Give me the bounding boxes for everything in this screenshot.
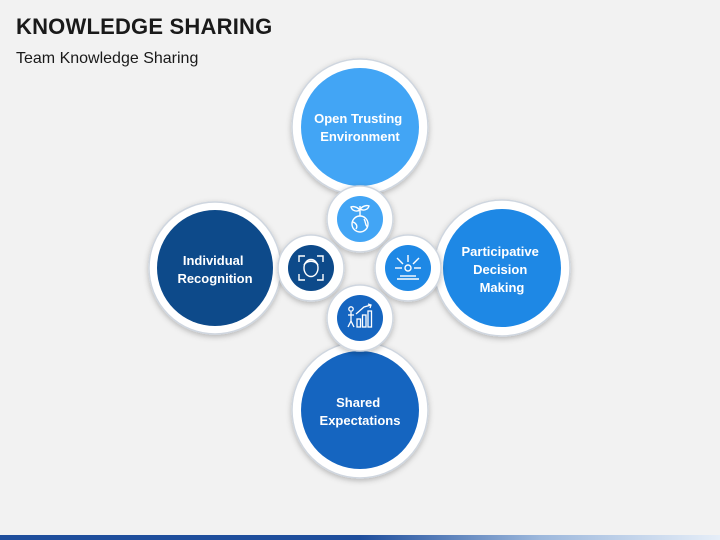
node-right-label: Participative Decision Making	[462, 244, 543, 295]
face-scan-icon	[298, 255, 324, 281]
growth-chart-person-icon	[347, 303, 373, 328]
node-bottom-icon-bubble	[326, 284, 394, 352]
node-bottom-label: Shared Expectations	[320, 395, 401, 428]
plant-globe-icon	[350, 204, 370, 233]
node-left-icon-bubble	[277, 234, 345, 302]
node-top: Open Trusting Environment	[291, 58, 429, 196]
node-left-label: Individual Recognition	[177, 253, 252, 286]
idea-radiate-icon	[395, 255, 421, 280]
node-right-icon-bubble	[374, 234, 442, 302]
node-left: Individual Recognition	[148, 201, 282, 335]
page-title: KNOWLEDGE SHARING	[16, 14, 273, 39]
node-top-icon-bubble	[326, 185, 394, 253]
node-bottom: Shared Expectations	[291, 341, 429, 479]
node-top-label: Open Trusting Environment	[314, 111, 406, 144]
page-subtitle: Team Knowledge Sharing	[16, 50, 199, 67]
bottom-accent-bar	[0, 535, 720, 540]
node-right: Participative Decision Making	[433, 199, 571, 337]
